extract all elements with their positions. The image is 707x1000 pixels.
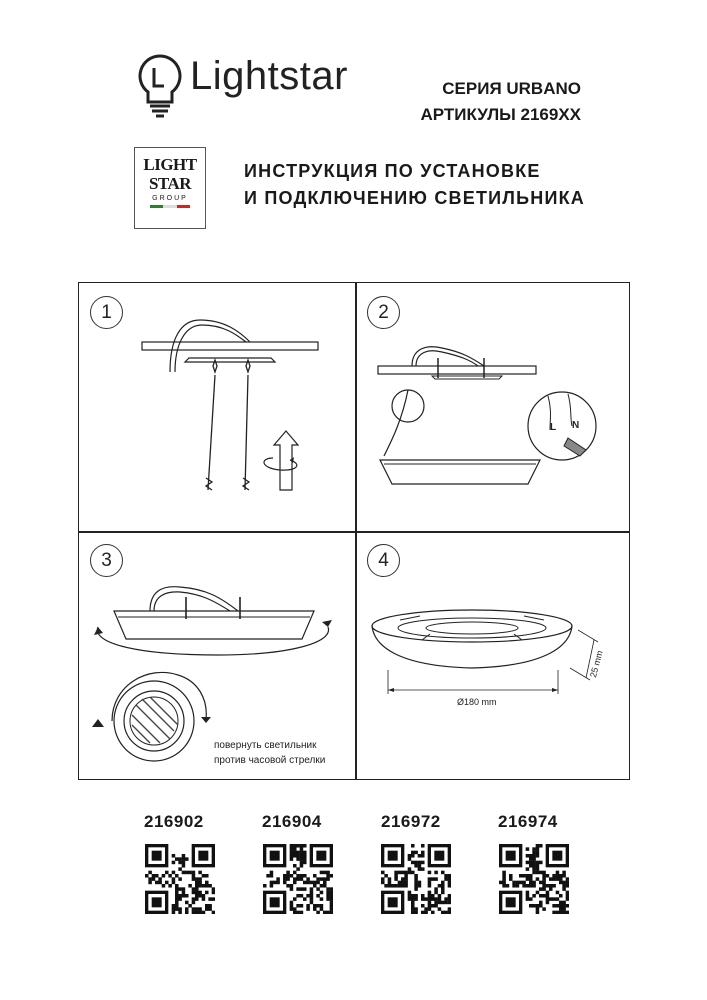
- group-logo-line2: STAR: [148, 174, 192, 193]
- lightstar-logo-icon: [138, 54, 182, 118]
- step3-rotation-illustration: [92, 586, 332, 762]
- qr-code-icon: [145, 844, 215, 914]
- rotation-note-line2: против часовой стрелки: [214, 755, 326, 766]
- diameter-label: Ø180 mm: [457, 697, 497, 707]
- step1-mounting-illustration: [141, 319, 319, 491]
- qr-code-icon: [381, 844, 451, 914]
- qr-code-icon: [263, 844, 333, 914]
- qr-code-icon: [499, 844, 569, 914]
- series-info: СЕРИЯ URBANO АРТИКУЛЫ 2169XX: [420, 76, 581, 128]
- article-range: АРТИКУЛЫ 2169XX: [420, 105, 581, 124]
- grid-divider-horizontal: [78, 531, 630, 533]
- step-number-1: 1: [90, 296, 123, 329]
- title-line1: ИНСТРУКЦИЯ ПО УСТАНОВКЕ: [244, 161, 541, 181]
- series-name: СЕРИЯ URBANO: [442, 79, 581, 98]
- step-number-4: 4: [367, 544, 400, 577]
- step-number-3: 3: [90, 544, 123, 577]
- product-article-4: 216974: [498, 812, 558, 831]
- step-number-2: 2: [367, 296, 400, 329]
- product-article-2: 216904: [262, 812, 322, 831]
- brand-name: Lightstar: [190, 54, 348, 98]
- group-logo-line1: LIGHT: [143, 155, 197, 174]
- step2-wiring-illustration: [377, 346, 597, 485]
- flag-stripe-icon: [150, 205, 190, 208]
- rotation-note-line1: повернуть светильник: [214, 740, 317, 751]
- lightstar-group-logo: LIGHT STAR GROUP: [134, 147, 206, 229]
- title-line2: И ПОДКЛЮЧЕНИЮ СВЕТИЛЬНИКА: [244, 188, 585, 208]
- wire-label-l: L: [550, 422, 557, 433]
- wire-label-n: N: [572, 420, 580, 431]
- product-article-1: 216902: [144, 812, 204, 831]
- product-article-3: 216972: [381, 812, 441, 831]
- rotation-note: повернуть светильник против часовой стре…: [214, 738, 325, 768]
- page-title: ИНСТРУКЦИЯ ПО УСТАНОВКЕ И ПОДКЛЮЧЕНИЮ СВ…: [244, 158, 585, 212]
- group-logo-line3: GROUP: [152, 195, 188, 202]
- step4-dimensions-illustration: [371, 609, 599, 694]
